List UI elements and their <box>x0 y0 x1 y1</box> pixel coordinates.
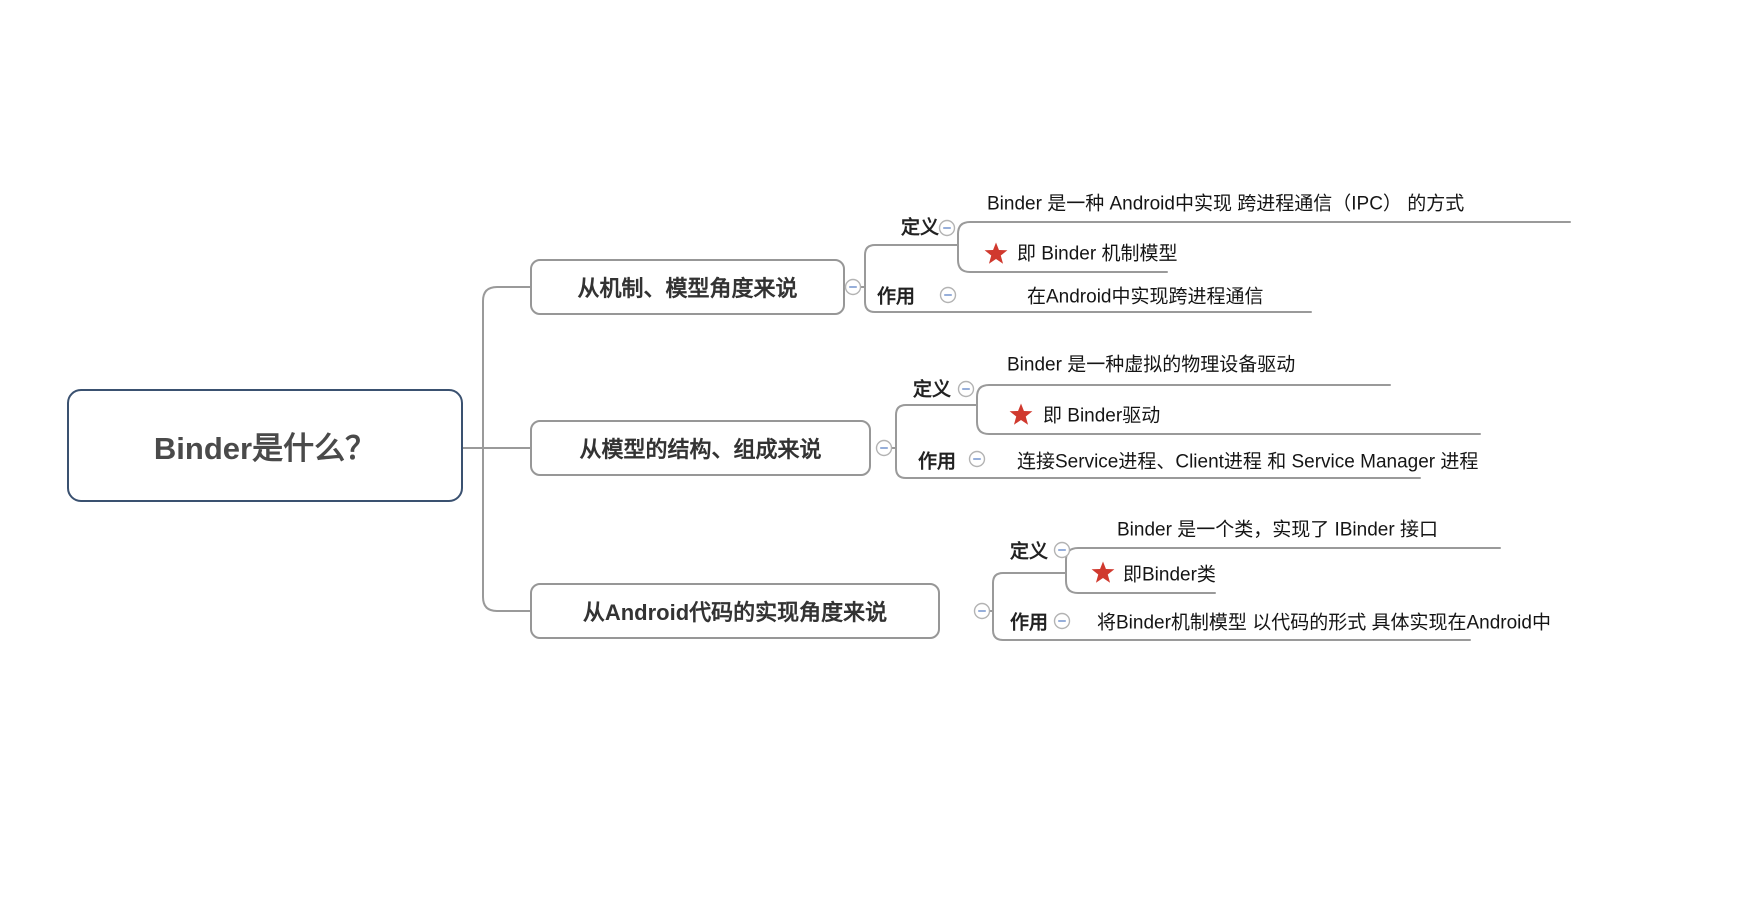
branch2-topic[interactable]: 从模型的结构、组成来说 <box>530 420 871 476</box>
branch3-starbox <box>1065 547 1501 594</box>
branch2-function-label[interactable]: 作用 <box>917 451 957 473</box>
branch3-function-label[interactable]: 作用 <box>1009 612 1049 634</box>
branch1-collapse minus-circle-icon[interactable] <box>844 278 862 296</box>
star-icon <box>1091 561 1115 583</box>
branch2-bracket <box>891 404 1421 479</box>
branch3-definition-label[interactable]: 定义 <box>1009 541 1049 563</box>
branch3-definition-collapse minus-circle-icon[interactable] <box>1053 541 1071 559</box>
branch1-function-collapse minus-circle-icon[interactable] <box>939 286 957 304</box>
branch1-bracket <box>860 244 1312 313</box>
branch1-definition-text[interactable]: Binder 是一种 Android中实现 跨进程通信（IPC） 的方式 <box>987 193 1465 215</box>
branch3-function-text[interactable]: 将Binder机制模型 以代码的形式 具体实现在Android中 <box>1097 612 1551 634</box>
star-icon <box>984 242 1008 264</box>
branch2-definition-text[interactable]: Binder 是一种虚拟的物理设备驱动 <box>1007 354 1296 376</box>
branch3-topic[interactable]: 从Android代码的实现角度来说 <box>530 583 940 639</box>
branch3-starred-note[interactable]: 即Binder类 <box>1123 564 1216 586</box>
branch3-function-collapse minus-circle-icon[interactable] <box>1053 612 1071 630</box>
branch2-starred-note[interactable]: 即 Binder驱动 <box>1043 405 1161 427</box>
branch1-definition-label[interactable]: 定义 <box>900 217 940 239</box>
trunk-connector <box>462 286 531 612</box>
branch1-function-text[interactable]: 在Android中实现跨进程通信 <box>1027 286 1264 308</box>
branch1-topic-label: 从机制、模型角度来说 <box>577 276 798 301</box>
branch3-definition-text[interactable]: Binder 是一个类，实现了 IBinder 接口 <box>1117 519 1438 541</box>
branch1-starbox <box>957 221 1571 273</box>
branch2-topic-label: 从模型的结构、组成来说 <box>579 437 822 462</box>
branch1-definition-collapse minus-circle-icon[interactable] <box>938 219 956 237</box>
branch2-definition-label[interactable]: 定义 <box>912 379 952 401</box>
branch2-definition-collapse minus-circle-icon[interactable] <box>957 380 975 398</box>
branch1-topic[interactable]: 从机制、模型角度来说 <box>530 259 845 315</box>
branch3-topic-label: 从Android代码的实现角度来说 <box>582 600 888 625</box>
branch2-function-collapse minus-circle-icon[interactable] <box>968 450 986 468</box>
branch1-function-label[interactable]: 作用 <box>876 286 916 308</box>
branch3-collapse minus-circle-icon[interactable] <box>973 602 991 620</box>
branch1-starred-note[interactable]: 即 Binder 机制模型 <box>1017 243 1178 265</box>
root-topic-label: Binder是什么？ <box>153 431 377 466</box>
root-topic[interactable]: Binder是什么？ <box>67 389 463 502</box>
branch2-function-text[interactable]: 连接Service进程、Client进程 和 Service Manager 进… <box>1017 451 1479 473</box>
branch2-starbox <box>976 384 1481 435</box>
branch2-collapse minus-circle-icon[interactable] <box>875 439 893 457</box>
star-icon <box>1009 403 1033 425</box>
